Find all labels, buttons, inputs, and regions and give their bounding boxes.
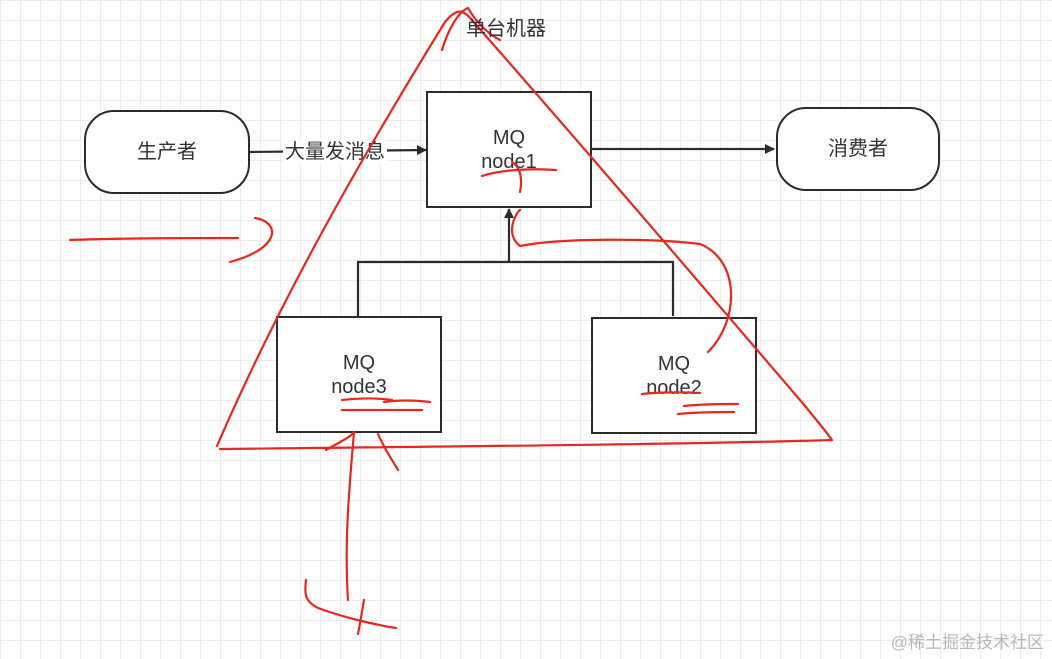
node2-to-node1-loop-scribble (510, 208, 733, 354)
edge-node3-to-node1 (356, 260, 509, 316)
producer-label: 生产者 (137, 141, 197, 163)
node2-double-underline-1 (682, 402, 740, 408)
node2-underline-scribble (640, 391, 702, 396)
mq-node3-name: node3 (331, 375, 387, 398)
mq-node3[interactable]: MQ node3 (276, 316, 442, 433)
mq-node1-name: node1 (481, 150, 537, 173)
mq-node2[interactable]: MQ node2 (591, 317, 757, 434)
left-dash-scribble (68, 236, 240, 242)
producer-node[interactable]: 生产者 (84, 110, 250, 194)
watermark: @稀土掘金技术社区 (890, 633, 1044, 652)
edge-label-send-messages: 大量发消息 (283, 140, 387, 164)
edge-node2-to-node1 (509, 260, 675, 316)
node3-down-line-scribble (324, 430, 356, 602)
consumer-label: 消费者 (828, 138, 888, 160)
node1-underline-scribble (480, 168, 558, 178)
node2-double-underline-2 (676, 410, 736, 416)
left-curve-scribble (228, 216, 274, 264)
machine-label: 单台机器 (466, 18, 546, 40)
machine-triangle-scribble (215, 10, 834, 451)
bottom-cross-horizontal (304, 578, 398, 630)
mq-node3-title: MQ (342, 351, 376, 374)
triangle-top-loop (440, 6, 502, 52)
mq-node1-title: MQ (492, 126, 526, 149)
node3-double-underline-1 (382, 399, 432, 404)
mq-node2-title: MQ (657, 352, 691, 375)
node3-right-stroke-scribble (376, 432, 400, 472)
node3-underline-scribble (340, 397, 394, 402)
bottom-cross-vertical (356, 598, 366, 636)
mq-node1[interactable]: MQ node1 (426, 91, 592, 208)
consumer-node[interactable]: 消费者 (776, 107, 940, 191)
node1-loop-scribble (510, 160, 523, 194)
